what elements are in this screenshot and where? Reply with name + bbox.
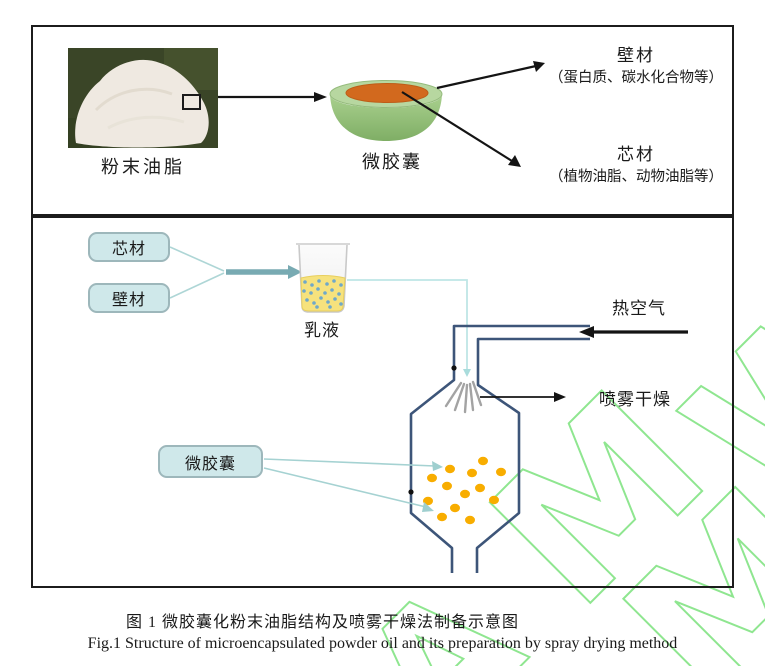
wall-material-box-label: 壁材 xyxy=(111,292,146,309)
wall-material-box: 壁材 xyxy=(88,283,170,313)
emulsion-label: 乳液 xyxy=(304,321,340,340)
core-material-annotation: 芯材 （植物油脂、动物油脂等） xyxy=(548,144,724,186)
wall-material-subtitle: （蛋白质、碳水化合物等） xyxy=(549,70,723,87)
spray-drying-label: 喷雾干燥 xyxy=(599,390,671,409)
caption-chinese: 图 1 微胶囊化粉末油脂结构及喷雾干燥法制备示意图 xyxy=(125,614,519,631)
process-panel-frame xyxy=(31,216,734,588)
wall-material-title: 壁材 xyxy=(617,46,655,65)
powder-oil-label: 粉末油脂 xyxy=(101,157,185,177)
zoom-region-square xyxy=(182,94,201,110)
caption-english: Fig.1 Structure of microencapsulated pow… xyxy=(87,635,678,652)
core-material-box: 芯材 xyxy=(88,232,170,262)
structure-panel-frame xyxy=(31,25,734,216)
core-material-box-label: 芯材 xyxy=(111,241,146,258)
core-material-title: 芯材 xyxy=(617,145,655,164)
hot-air-label: 热空气 xyxy=(612,299,666,318)
powder-oil-photo xyxy=(68,48,218,148)
figure-caption: 图 1 微胶囊化粉末油脂结构及喷雾干燥法制备示意图 Fig.1 Structur… xyxy=(0,608,765,653)
microcapsule-box-label: 微胶囊 xyxy=(184,455,236,473)
microcapsule-label: 微胶囊 xyxy=(362,152,422,172)
core-material-subtitle: （植物油脂、动物油脂等） xyxy=(549,169,723,186)
microcapsule-box: 微胶囊 xyxy=(158,445,263,478)
wall-material-annotation: 壁材 （蛋白质、碳水化合物等） xyxy=(548,45,724,87)
